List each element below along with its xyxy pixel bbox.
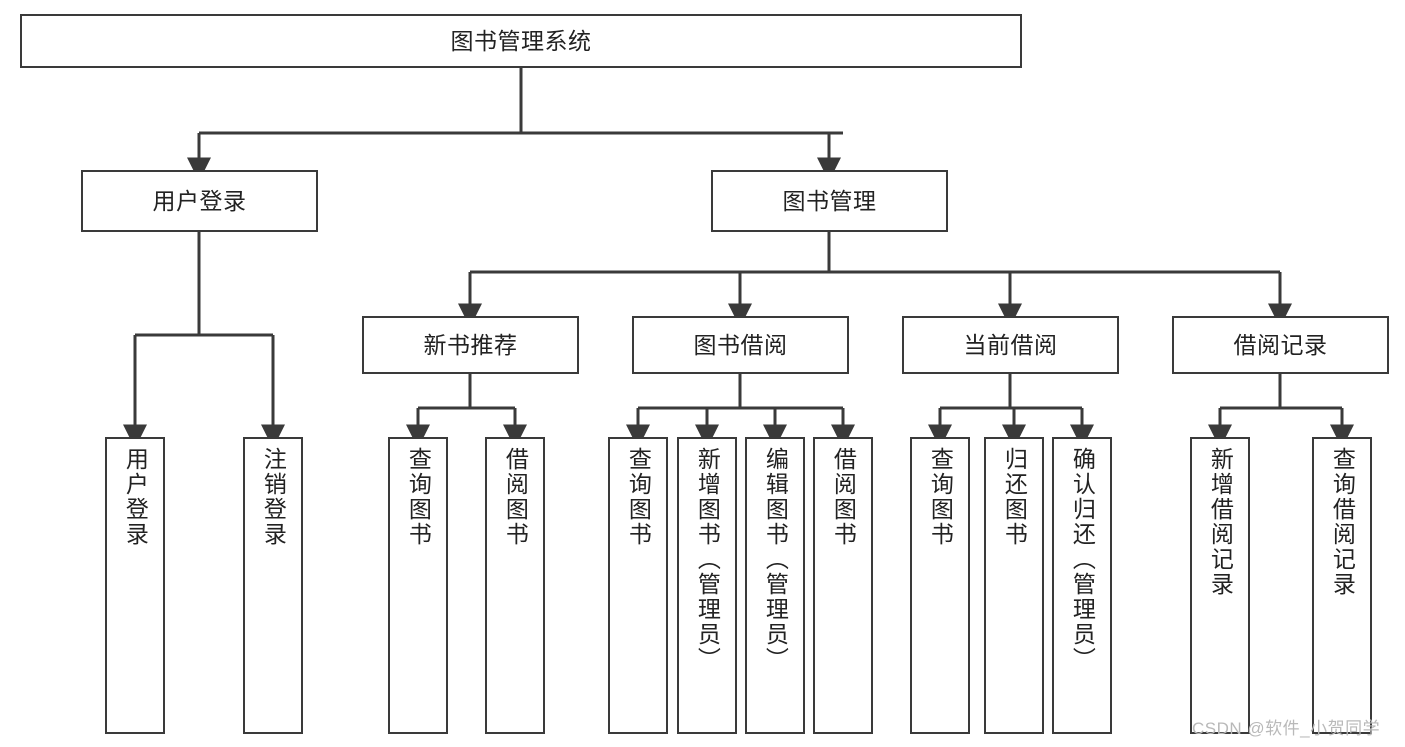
node-book-borrow-label: 图书借阅 bbox=[693, 331, 788, 358]
node-leaf-edit-book-label: 编辑图书（管理员） bbox=[762, 447, 789, 672]
node-leaf-query-record-label: 查询借阅记录 bbox=[1329, 447, 1356, 597]
node-leaf-query-book-2[interactable]: 查询图书 bbox=[608, 437, 668, 734]
node-user-login[interactable]: 用户登录 bbox=[81, 170, 318, 232]
node-leaf-user-logout[interactable]: 注销登录 bbox=[243, 437, 303, 734]
node-leaf-user-logout-label: 注销登录 bbox=[260, 447, 287, 547]
node-leaf-add-book[interactable]: 新增图书（管理员） bbox=[677, 437, 737, 734]
node-current-borrow-label: 当前借阅 bbox=[963, 331, 1058, 358]
node-leaf-borrow-book-1[interactable]: 借阅图书 bbox=[485, 437, 545, 734]
node-new-book-recommend[interactable]: 新书推荐 bbox=[362, 316, 579, 374]
node-leaf-borrow-book-1-label: 借阅图书 bbox=[502, 447, 529, 547]
csdn-watermark-text: CSDN @软件_小贺同学 bbox=[1192, 719, 1381, 738]
node-leaf-add-book-label: 新增图书（管理员） bbox=[694, 447, 721, 672]
node-leaf-confirm-return-label: 确认归还（管理员） bbox=[1069, 447, 1096, 672]
node-leaf-confirm-return[interactable]: 确认归还（管理员） bbox=[1052, 437, 1112, 734]
node-leaf-query-book-3[interactable]: 查询图书 bbox=[910, 437, 970, 734]
node-user-login-label: 用户登录 bbox=[152, 187, 247, 214]
node-leaf-query-record[interactable]: 查询借阅记录 bbox=[1312, 437, 1372, 734]
node-current-borrow[interactable]: 当前借阅 bbox=[902, 316, 1119, 374]
node-leaf-add-record-label: 新增借阅记录 bbox=[1207, 447, 1234, 597]
node-book-manage-label: 图书管理 bbox=[782, 187, 877, 214]
node-root-label: 图书管理系统 bbox=[450, 27, 592, 54]
node-root[interactable]: 图书管理系统 bbox=[20, 14, 1022, 68]
csdn-watermark: CSDN @软件_小贺同学 bbox=[1192, 714, 1380, 739]
node-leaf-query-book-2-label: 查询图书 bbox=[625, 447, 652, 547]
node-leaf-add-record[interactable]: 新增借阅记录 bbox=[1190, 437, 1250, 734]
node-new-book-recommend-label: 新书推荐 bbox=[423, 331, 518, 358]
node-book-manage[interactable]: 图书管理 bbox=[711, 170, 948, 232]
node-leaf-user-login-label: 用户登录 bbox=[122, 447, 149, 547]
node-leaf-return-book-label: 归还图书 bbox=[1001, 447, 1028, 547]
node-leaf-return-book[interactable]: 归还图书 bbox=[984, 437, 1044, 734]
node-leaf-edit-book[interactable]: 编辑图书（管理员） bbox=[745, 437, 805, 734]
node-borrow-record-label: 借阅记录 bbox=[1233, 331, 1328, 358]
node-leaf-query-book-3-label: 查询图书 bbox=[927, 447, 954, 547]
node-book-borrow[interactable]: 图书借阅 bbox=[632, 316, 849, 374]
node-leaf-borrow-book-2[interactable]: 借阅图书 bbox=[813, 437, 873, 734]
node-leaf-query-book-1-label: 查询图书 bbox=[405, 447, 432, 547]
node-leaf-borrow-book-2-label: 借阅图书 bbox=[830, 447, 857, 547]
node-borrow-record[interactable]: 借阅记录 bbox=[1172, 316, 1389, 374]
node-leaf-user-login[interactable]: 用户登录 bbox=[105, 437, 165, 734]
node-leaf-query-book-1[interactable]: 查询图书 bbox=[388, 437, 448, 734]
